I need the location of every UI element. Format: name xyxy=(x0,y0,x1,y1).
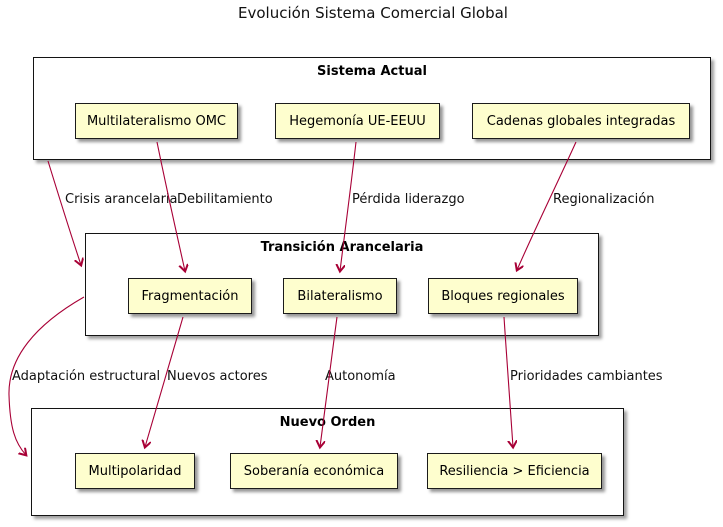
edge-label-autonomia: Autonomía xyxy=(325,369,396,384)
edge-label-prioridades-cambiantes: Prioridades cambiantes xyxy=(510,369,663,384)
edge-label-regionalizacion: Regionalización xyxy=(553,192,655,207)
node-soberania-economica: Soberanía económica xyxy=(230,453,398,489)
node-cadenas-globales-integradas: Cadenas globales integradas xyxy=(472,103,690,139)
node-bloques-regionales: Bloques regionales xyxy=(428,278,578,314)
edge-label-perdida-liderazgo: Pérdida liderazgo xyxy=(352,192,465,207)
container-transicion-arancelaria-label: Transición Arancelaria xyxy=(260,240,424,255)
container-nuevo-orden-label: Nuevo Orden xyxy=(279,415,376,430)
node-fragmentacion: Fragmentación xyxy=(128,278,252,314)
arrow-crisis-arancelaria xyxy=(47,160,81,265)
node-multipolaridad: Multipolaridad xyxy=(75,453,195,489)
container-sistema-actual-label: Sistema Actual xyxy=(317,64,427,79)
node-multilateralismo-omc: Multilateralismo OMC xyxy=(75,103,238,139)
edge-label-debilitamiento: Debilitamiento xyxy=(177,192,273,207)
node-resiliencia-eficiencia: Resiliencia > Eficiencia xyxy=(427,453,602,489)
node-hegemonia-ue-eeuu: Hegemonía UE-EEUU xyxy=(275,103,440,139)
edge-label-nuevos-actores: Nuevos actores xyxy=(167,369,268,384)
diagram-title: Evolución Sistema Comercial Global xyxy=(238,4,508,22)
edge-label-crisis-arancelaria: Crisis arancelaria xyxy=(65,192,178,207)
edge-label-adaptacion-estructural: Adaptación estructural xyxy=(12,369,161,384)
node-bilateralismo: Bilateralismo xyxy=(283,278,397,314)
